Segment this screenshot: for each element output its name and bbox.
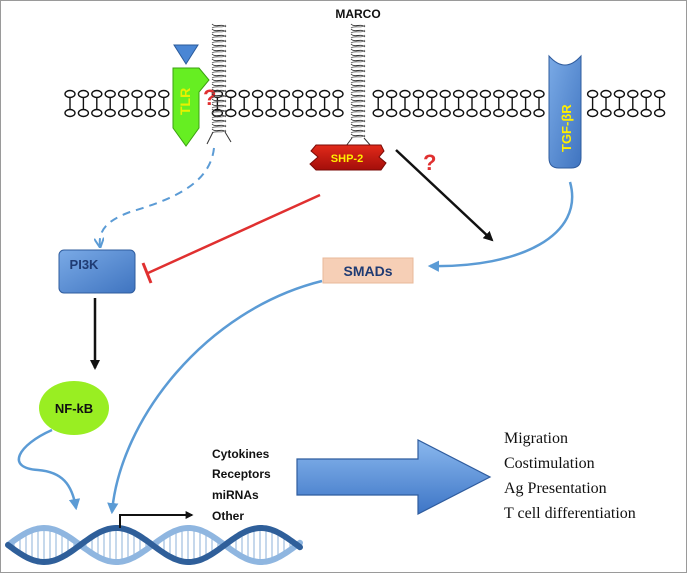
phospholipid [292, 89, 304, 118]
phospholipid [372, 89, 384, 118]
phospholipid [332, 89, 344, 118]
output-mirnas: miRNAs [212, 488, 259, 502]
tlr-ligand-triangle [173, 44, 199, 65]
effect-t-cell-differentiation: T cell differentiation [504, 505, 636, 522]
phospholipid [158, 89, 170, 118]
shp2-label: SHP-2 [331, 153, 363, 165]
output-cytokines: Cytokines [212, 447, 270, 461]
dna-strand-front [5, 525, 303, 566]
phospholipid [91, 89, 103, 118]
inhibition-bar [141, 262, 153, 284]
tlr-to-pi3k-dashed-arrow [100, 147, 215, 246]
phospholipid [426, 89, 438, 118]
phospholipid [238, 89, 250, 118]
phospholipid [640, 89, 652, 118]
effect-ag-presentation: Ag Presentation [504, 480, 607, 497]
shp2-inhibits-pi3k-line [147, 193, 321, 275]
marco-label: MARCO [335, 7, 380, 21]
phospholipid [519, 89, 532, 118]
effect-migration: Migration [504, 430, 568, 447]
phospholipid [493, 89, 505, 118]
phospholipid [452, 89, 465, 118]
phospholipid [653, 89, 666, 118]
dna-double-helix [5, 524, 303, 566]
phospholipid [278, 89, 291, 118]
phospholipid [506, 89, 518, 118]
phospholipid [251, 89, 264, 118]
tlr-shape [172, 67, 210, 147]
output-other: Other [212, 509, 244, 523]
transcription-start-arrow [119, 511, 194, 528]
phospholipid [479, 89, 492, 118]
phospholipid [77, 89, 90, 118]
smads-question-mark: ? [423, 150, 436, 175]
phospholipid [104, 89, 116, 118]
marco-helix [345, 23, 372, 147]
pi3k-label: PI3K [70, 257, 100, 272]
phospholipid [613, 89, 626, 118]
phospholipid [64, 89, 76, 118]
smads-node: SMADs [322, 257, 414, 284]
phospholipid [439, 89, 451, 118]
phospholipid [466, 89, 478, 118]
effect-costimulation: Costimulation [504, 455, 595, 472]
tgf-to-smads-arrow [427, 181, 574, 272]
nfkb-to-dna-arrow [17, 428, 81, 511]
output-receptors: Receptors [212, 467, 271, 481]
phospholipid [533, 89, 545, 118]
tlr-receptor: TLR ? [172, 44, 216, 147]
nfkb-label: NF-kB [55, 401, 93, 416]
marco-to-smads-arrow [395, 149, 494, 242]
phospholipid [399, 89, 411, 118]
pi3k-node: PI3K [58, 249, 136, 294]
shp2-phosphatase: SHP-2 [309, 144, 387, 171]
nfkb-node: NF-kB [39, 381, 109, 435]
marco-helix-near-tlr [206, 23, 232, 145]
phospholipid [586, 89, 599, 118]
tlr-label: TLR [177, 88, 193, 115]
phospholipid [305, 89, 317, 118]
phospholipid [627, 89, 639, 118]
phospholipid [225, 89, 237, 118]
tlr-question-mark: ? [203, 85, 216, 110]
phospholipid [385, 89, 398, 118]
phospholipid [412, 89, 425, 118]
tgf-beta-receptor-label: TGF-βR [559, 104, 574, 152]
phospholipid [600, 89, 612, 118]
phospholipid [318, 89, 331, 118]
smads-label: SMADs [343, 263, 392, 279]
phospholipid [265, 89, 277, 118]
phospholipid [144, 89, 157, 118]
phospholipid [131, 89, 143, 118]
phospholipid [117, 89, 130, 118]
smads-to-dna-arrow [107, 279, 323, 515]
outcome-block-arrow [296, 439, 492, 515]
tgf-beta-receptor: TGF-βR [548, 54, 582, 169]
